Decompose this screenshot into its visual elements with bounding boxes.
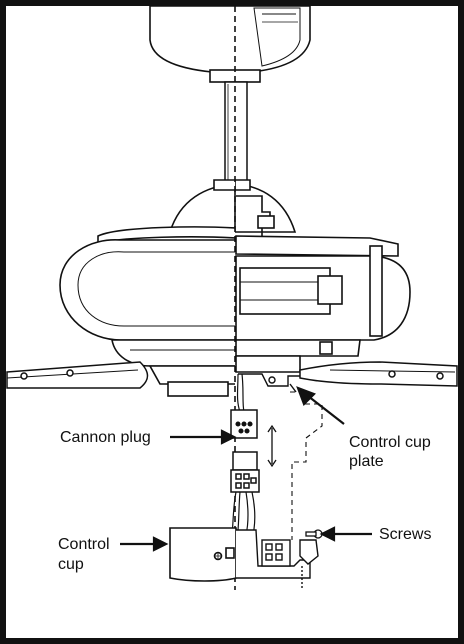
cannon-plug-label: Cannon plug — [60, 429, 151, 446]
control-cup-plate-label-line1: Control cup — [349, 434, 431, 451]
control-cup-plate-leader — [307, 395, 345, 425]
blade-iron-left — [6, 361, 149, 389]
motor-housing-left — [59, 179, 235, 397]
motor-housing-right — [235, 179, 411, 373]
connect-double-arrow — [267, 424, 277, 468]
control-cup — [169, 527, 237, 582]
housing-wires — [236, 373, 245, 413]
control-cup-bracket — [236, 529, 319, 590]
cannon-plug-lower — [230, 451, 260, 493]
leader-arrows — [120, 386, 372, 552]
cannon-plug-upper — [230, 409, 258, 439]
downrod — [224, 81, 248, 183]
control-cup-plate — [238, 373, 300, 393]
blade-iron-right — [299, 361, 458, 387]
screws-label: Screws — [379, 526, 432, 543]
control-cup-label-line2: cup — [58, 556, 84, 573]
plate-alignment-dashline — [290, 391, 323, 540]
control-cup-plate-label-line2: plate — [349, 453, 384, 470]
control-cup-label-line1: Control — [58, 536, 110, 553]
canopy — [149, 5, 311, 83]
